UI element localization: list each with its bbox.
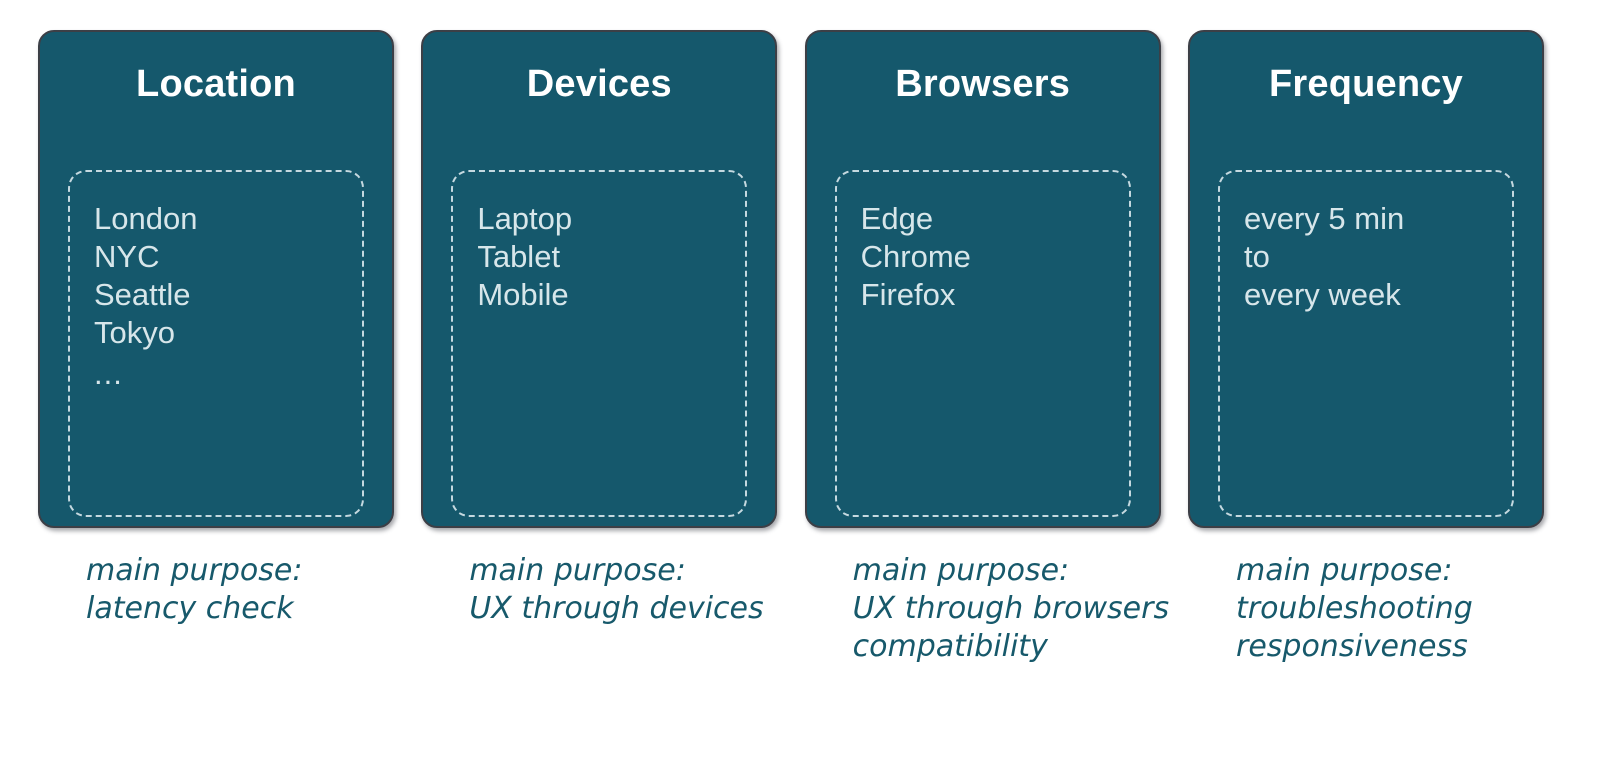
caption-location: main purpose: latency check (38, 552, 394, 628)
list-item: Seattle (94, 277, 191, 312)
caption-line: UX through browsers (852, 591, 1170, 626)
card-title: Location (136, 63, 296, 105)
caption-devices: main purpose: UX through devices (421, 552, 777, 628)
caption-row: main purpose: latency check main purpose… (38, 552, 1544, 732)
item-list: Edge Chrome Firefox (861, 200, 1129, 314)
card-row: Location London NYC Seattle Tokyo ... De… (38, 30, 1544, 528)
item-list: Laptop Tablet Mobile (477, 200, 745, 314)
dashed-content-box: Edge Chrome Firefox (834, 170, 1131, 517)
card-title: Browsers (895, 63, 1071, 105)
dashed-content-box: Laptop Tablet Mobile (451, 170, 748, 517)
card-browsers[interactable]: Browsers Edge Chrome Firefox (804, 30, 1161, 528)
dashed-content-box: every 5 min to every week (1217, 170, 1514, 517)
list-item: every 5 min (1243, 201, 1405, 236)
caption-line: main purpose: (469, 553, 686, 588)
caption-line: compatibility (852, 629, 1048, 664)
list-item: Laptop (477, 201, 573, 236)
caption-line: latency check (86, 591, 294, 626)
list-item: Firefox (860, 277, 956, 312)
card-title: Frequency (1268, 63, 1463, 105)
caption-line: troubleshooting (1235, 591, 1473, 626)
card-title: Devices (526, 63, 672, 105)
list-item: Mobile (477, 277, 569, 312)
caption-browsers: main purpose: UX through browsers compat… (805, 552, 1170, 666)
list-item: London (94, 201, 198, 236)
list-item: Tablet (477, 239, 561, 274)
item-list: London NYC Seattle Tokyo ... (94, 200, 362, 396)
caption-line: main purpose: (86, 553, 303, 588)
list-item: Chrome (860, 239, 971, 274)
card-location[interactable]: Location London NYC Seattle Tokyo ... (38, 30, 394, 528)
list-item: to (1243, 239, 1270, 274)
caption-line: main purpose: (852, 553, 1070, 588)
list-item: NYC (94, 239, 160, 274)
item-list: every 5 min to every week (1244, 200, 1512, 314)
list-item: Tokyo (94, 315, 175, 350)
list-item: Edge (860, 201, 934, 236)
card-frequency[interactable]: Frequency every 5 min to every week (1187, 30, 1544, 528)
caption-line: UX through devices (469, 591, 764, 626)
caption-frequency: main purpose: troubleshooting responsive… (1188, 552, 1544, 666)
card-devices[interactable]: Devices Laptop Tablet Mobile (421, 30, 778, 528)
list-item: every week (1243, 277, 1401, 312)
caption-line: main purpose: (1235, 553, 1453, 588)
dashed-content-box: London NYC Seattle Tokyo ... (68, 170, 364, 517)
caption-line: responsiveness (1235, 629, 1468, 664)
list-item-ellipsis: ... (94, 356, 123, 391)
